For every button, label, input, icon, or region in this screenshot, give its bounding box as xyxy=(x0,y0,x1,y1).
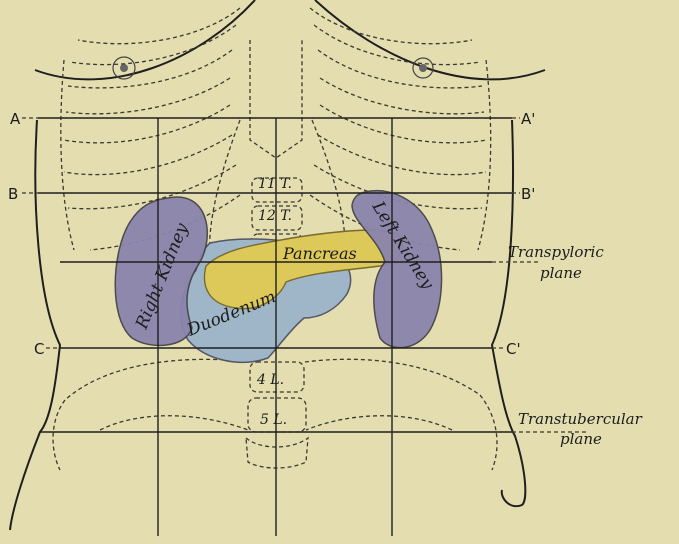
label-a-prime: A' xyxy=(521,110,535,128)
label-b: B xyxy=(8,185,18,203)
label-c-prime: C' xyxy=(506,340,521,358)
transtubercular-label: Transtubercular xyxy=(518,410,643,428)
right-nipple xyxy=(413,58,433,78)
label-c: C xyxy=(34,340,44,358)
transpyloric-plane-label: plane xyxy=(540,264,582,282)
transtubercular-plane-label: plane xyxy=(560,430,602,448)
left-flank-outline xyxy=(10,120,60,530)
vertebra-label-t11: 11 T. xyxy=(258,176,292,192)
pancreas-label: Pancreas xyxy=(282,244,357,263)
left-shoulder-outline xyxy=(35,0,255,79)
label-b-prime: B' xyxy=(521,185,535,203)
label-a: A xyxy=(10,110,21,128)
vertebra-label-l4: 4 L. xyxy=(256,372,284,388)
vertebra-label-t12: 12 T. xyxy=(258,208,292,224)
plane-grid xyxy=(22,118,588,536)
transpyloric-label: Transpyloric xyxy=(508,243,604,261)
vertebra-label-l5: 5 L. xyxy=(260,412,287,428)
